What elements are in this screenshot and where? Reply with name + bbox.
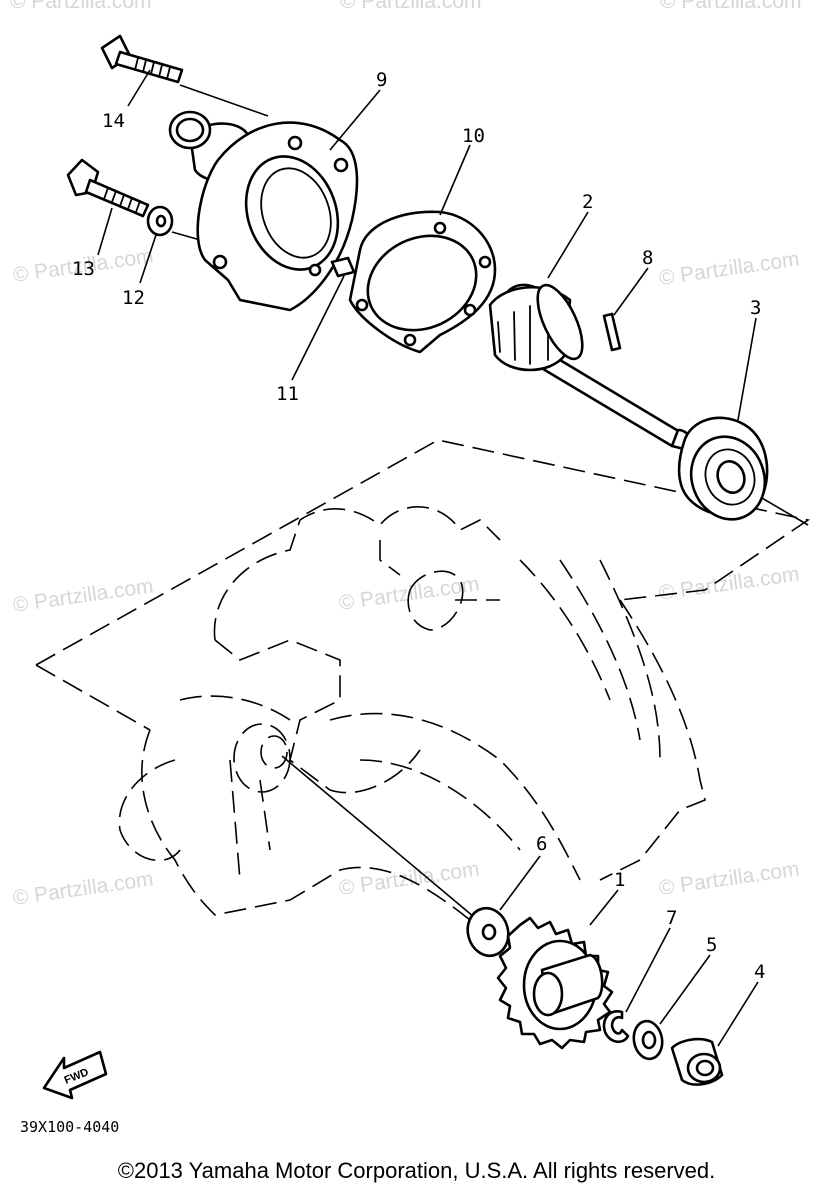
callout-7: 7: [666, 907, 677, 929]
bolt-flange: [66, 158, 150, 218]
callout-5: 5: [706, 934, 717, 956]
watermark: © Partzilla.com: [340, 0, 482, 13]
gasket: [348, 210, 497, 354]
water-pump-housing: [168, 110, 359, 312]
thrust-washer: [466, 906, 510, 958]
callout-4: 4: [754, 961, 765, 983]
circlip: [602, 1010, 630, 1044]
impeller-shaft: [488, 283, 693, 452]
bolt-long: [100, 34, 184, 84]
callout-9: 9: [376, 69, 387, 91]
assembly-axis-line: [179, 84, 269, 117]
shaft-pin: [602, 312, 622, 352]
fwd-arrow: FWD: [42, 1050, 108, 1100]
callout-13: 13: [72, 258, 95, 280]
callout-8: 8: [642, 247, 653, 269]
watermark: © Partzilla.com: [11, 867, 154, 909]
bearing: [677, 416, 769, 521]
watermark: © Partzilla.com: [337, 857, 480, 899]
watermark: © Partzilla.com: [657, 247, 800, 289]
callout-1: 1: [614, 869, 625, 891]
crankcase-outline: [35, 439, 810, 921]
watermark: © Partzilla.com: [660, 0, 802, 13]
watermark: © Partzilla.com: [657, 857, 800, 899]
watermark: © Partzilla.com: [657, 562, 800, 604]
drive-gear: [496, 916, 614, 1050]
assembly-axis-line: [281, 755, 481, 923]
callout-10: 10: [462, 125, 485, 147]
copyright-notice: ©2013 Yamaha Motor Corporation, U.S.A. A…: [117, 1158, 716, 1183]
callout-2: 2: [582, 191, 593, 213]
callout-12: 12: [122, 287, 145, 309]
washer: [146, 205, 174, 237]
callout-6: 6: [536, 833, 547, 855]
collar: [670, 1037, 724, 1086]
dowel-pin: [330, 256, 356, 278]
watermark: © Partzilla.com: [10, 0, 152, 13]
callout-11: 11: [276, 383, 299, 405]
callout-14: 14: [102, 110, 125, 132]
callout-3: 3: [750, 297, 761, 319]
callout-leaders: [97, 69, 759, 1047]
callout-labels: 9 10 2 8 3 14 13 12 11 6 1 7 5 4: [72, 69, 765, 983]
diagram-code: 39X100-4040: [20, 1118, 119, 1136]
plain-washer: [632, 1019, 664, 1061]
